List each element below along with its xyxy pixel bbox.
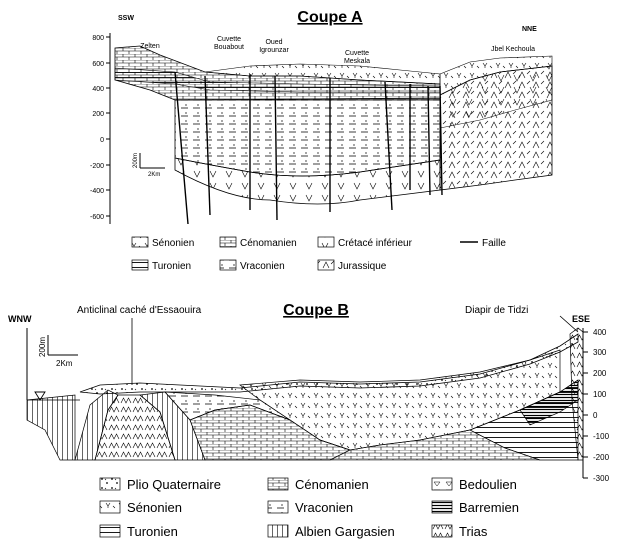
y-tick: 0 [100, 137, 104, 144]
scale-horizontal: 2Km [56, 359, 73, 368]
cenomanien-unit-b-lower [329, 429, 541, 461]
legend-label: Plio Quaternaire [127, 477, 221, 492]
diapir-label: Diapir de Tidzi [465, 305, 528, 316]
coupe-a-y-ticks: 800 600 400 200 0 -200 -400 -600 [90, 35, 110, 221]
legend-label: Turonien [152, 261, 191, 272]
legend-label: Sénonien [127, 500, 182, 515]
y-tick: 400 [92, 86, 104, 93]
place-label: Bouabout [214, 44, 244, 51]
y-tick: 100 [593, 390, 607, 399]
place-label: Jbel Kechoula [491, 46, 535, 53]
trias-diapir [569, 327, 584, 461]
place-label: Zelten [140, 43, 160, 50]
vraconien-unit-b [164, 391, 291, 421]
coupe-a-orient-right: NNE [522, 26, 537, 33]
place-label: Oued [265, 39, 282, 46]
cretace-inferieur-unit-east [439, 65, 553, 129]
coupe-b-title: Coupe B [283, 302, 349, 319]
place-label: Cuvette [217, 36, 241, 43]
coupe-b-scale-bar: 200m 2Km [38, 335, 78, 368]
legend-label: Barremien [459, 500, 519, 515]
sea-level-icon [34, 391, 46, 401]
coupe-b-orient-right: ESE [572, 314, 590, 324]
y-tick: -600 [90, 214, 104, 221]
coupe-a-faults [174, 71, 443, 225]
coupe-a-title: Coupe A [297, 9, 363, 26]
y-tick: -200 [90, 163, 104, 170]
y-tick: 200 [92, 111, 104, 118]
legend-label: Vraconien [295, 500, 353, 515]
coupe-b: Coupe B WNW ESE Anticlinal caché d'Essao… [8, 302, 610, 539]
coupe-a-orient-left: SSW [118, 15, 134, 22]
place-label: Cuvette [345, 50, 369, 57]
albien-unit-west [74, 389, 119, 461]
coupe-a-scale-bar: 200m 2Km [133, 153, 165, 178]
coupe-a-legend: Sénonien Cénomanien Crétacé inférieur Fa… [131, 236, 506, 272]
place-label: Igrounzar [259, 47, 289, 54]
y-tick: 600 [92, 61, 104, 68]
y-tick: -200 [593, 453, 610, 462]
scale-vertical: 200m [133, 153, 139, 168]
coupe-a: Coupe A SSW NNE 800 600 400 200 0 -200 -… [90, 9, 553, 272]
y-tick: 200 [593, 369, 607, 378]
anticline-label: Anticlinal caché d'Essaouira [77, 305, 202, 316]
legend-label: Vraconien [240, 261, 285, 272]
legend-label: Turonien [127, 524, 178, 539]
coupe-b-y-ticks: 400 300 200 100 0 -100 -200 -300 [583, 328, 610, 483]
y-tick: 300 [593, 348, 607, 357]
legend-label: Crétacé inférieur [338, 238, 413, 249]
y-tick: -100 [593, 432, 610, 441]
legend-label: Bedoulien [459, 477, 517, 492]
legend-label: Trias [459, 524, 488, 539]
legend-label: Cénomanien [240, 238, 297, 249]
legend-label: Albien Gargasien [295, 524, 395, 539]
y-tick: 800 [92, 35, 104, 42]
legend-label: Jurassique [338, 261, 387, 272]
y-tick: -400 [90, 188, 104, 195]
scale-horizontal: 2Km [148, 172, 160, 178]
place-label: Meskala [344, 58, 370, 65]
legend-label: Cénomanien [295, 477, 369, 492]
vraconien-unit [174, 97, 441, 177]
albien-unit-far-west [26, 394, 76, 461]
y-tick: -300 [593, 474, 610, 483]
coupe-b-legend: Plio Quaternaire Cénomanien Bedoulien Sé… [99, 477, 519, 539]
y-tick: 400 [593, 328, 607, 337]
legend-label: Sénonien [152, 238, 194, 249]
diapir-pointer [559, 315, 579, 333]
legend-label: Faille [482, 238, 506, 249]
scale-vertical: 200m [38, 337, 47, 357]
y-tick: 0 [593, 411, 598, 420]
coupe-b-orient-left: WNW [8, 314, 32, 324]
coupe-a-places: Zelten Cuvette Bouabout Oued Igrounzar C… [140, 36, 535, 65]
